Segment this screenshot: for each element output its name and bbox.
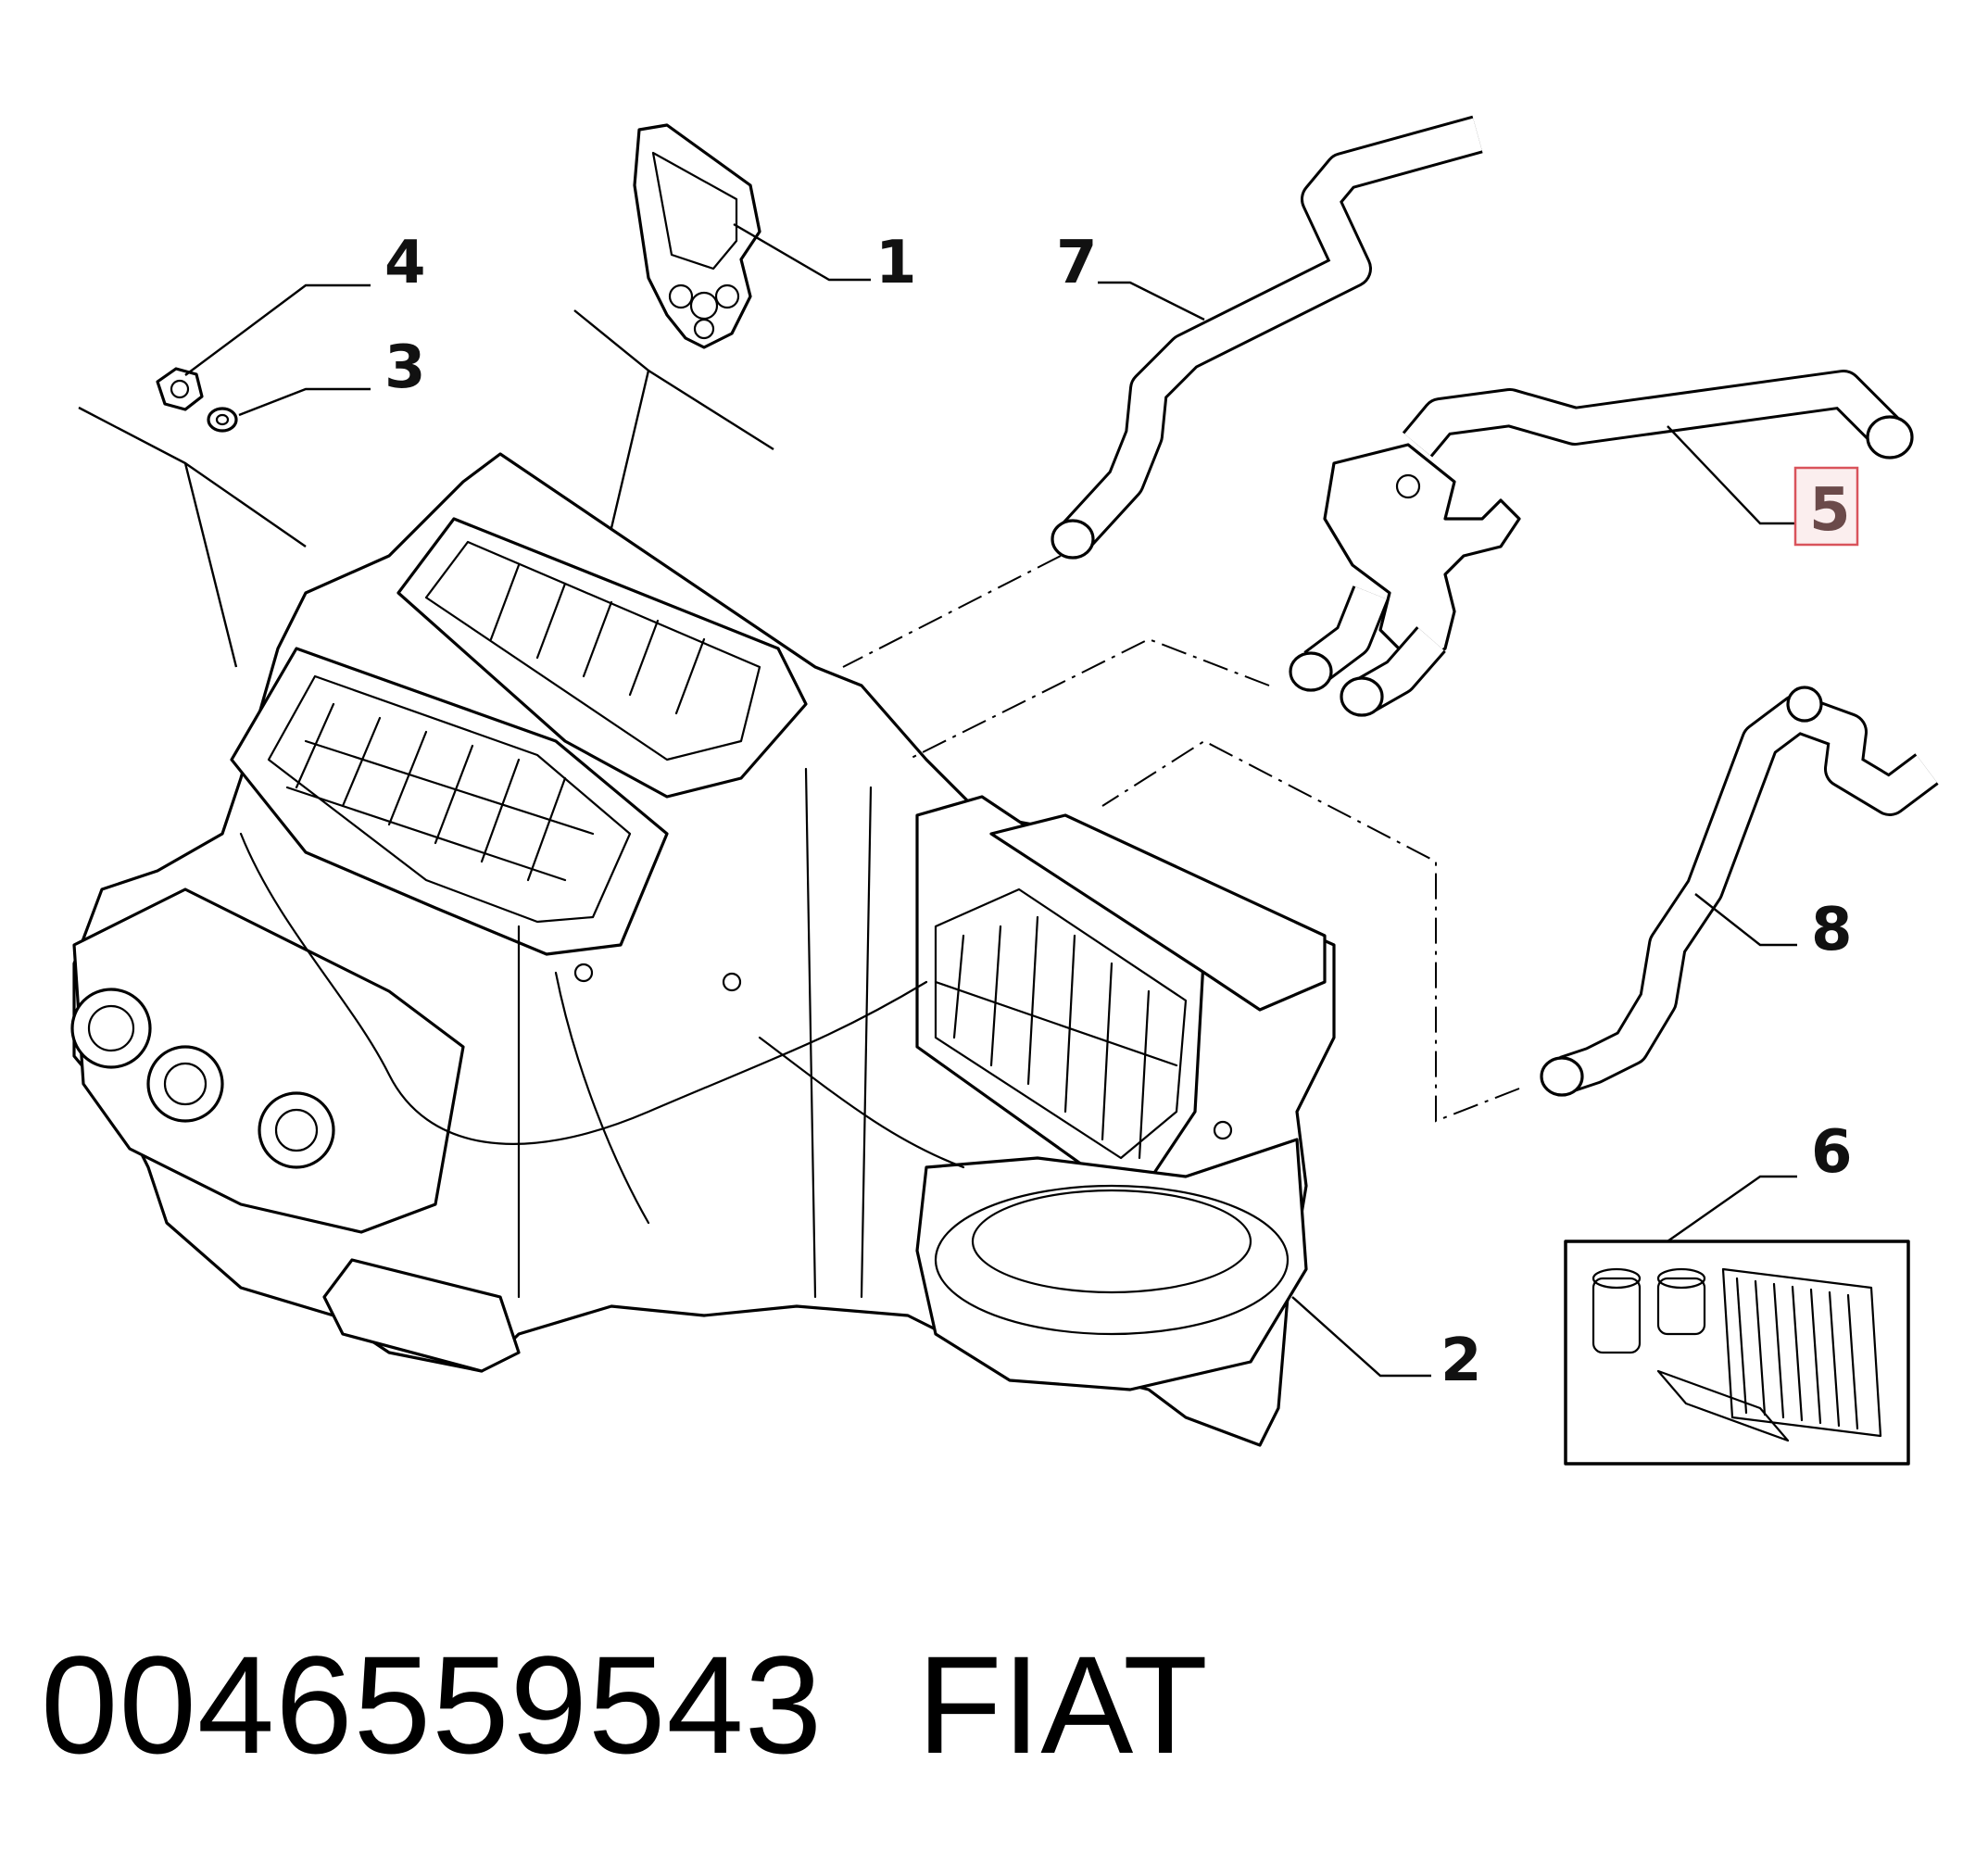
leader-lines — [78, 222, 1797, 1378]
callout-labels: 1 4 3 7 5 8 6 2 — [384, 229, 1859, 1395]
washer-part — [207, 407, 238, 433]
callout-5: 5 — [1809, 476, 1851, 545]
callout-7: 7 — [1056, 229, 1098, 297]
callout-4: 4 — [384, 229, 426, 297]
nut-part — [156, 367, 204, 411]
air-filter-icon — [1656, 1267, 1882, 1442]
hose-7 — [1051, 115, 1483, 560]
oil-filter-icon — [1592, 1267, 1706, 1354]
callout-6: 6 — [1811, 1118, 1853, 1187]
callout-5-highlight — [1793, 466, 1859, 547]
hose-8 — [1540, 686, 1939, 1097]
callout-8: 8 — [1811, 896, 1853, 964]
callout-1: 1 — [875, 229, 917, 297]
brand-name: FIAT — [917, 1627, 1208, 1782]
heater-box-assembly — [70, 452, 1336, 1447]
hose-5-with-valve — [1289, 370, 1914, 717]
gasket-flange-part — [633, 123, 761, 349]
filter-kit-box — [1564, 1240, 1910, 1466]
exploded-parts-diagram: 1 4 3 7 5 8 6 2 — [70, 115, 1939, 1466]
part-number: 0046559543 — [41, 1627, 824, 1782]
dashed-guides — [842, 555, 1520, 1123]
callout-2: 2 — [1441, 1327, 1482, 1395]
callout-3: 3 — [384, 334, 426, 402]
